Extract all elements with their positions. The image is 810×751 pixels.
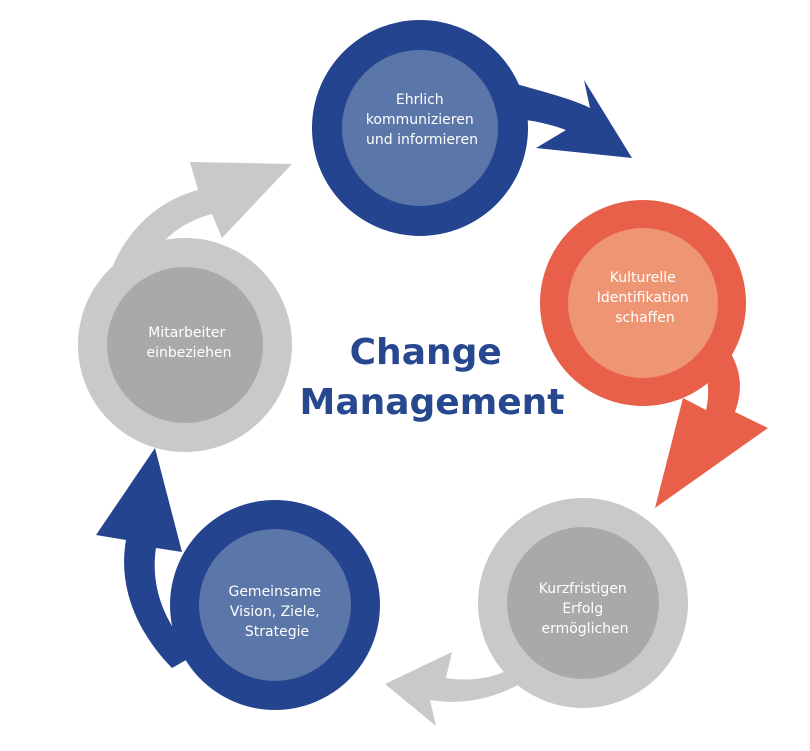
step-mitarbeiter-einbeziehen: Mitarbeiter einbeziehen <box>78 162 292 452</box>
svg-text:Kurzfristigen Erfolg: Kurzfristigen Erfolg ermöglichen <box>539 581 632 637</box>
step-1-label-line-3: und informieren <box>366 132 478 148</box>
step-2-label-line-2: Identifikation <box>597 290 689 306</box>
step-3-label-line-1: Kurzfristigen <box>539 581 627 597</box>
svg-text:Kulturelle Identifikatio: Kulturelle Identifikation schaffen <box>597 270 693 326</box>
step-4-inner <box>199 529 351 681</box>
step-1-label-line-1: Ehrlich <box>396 92 444 108</box>
step-2-inner <box>568 228 718 378</box>
step-4-label-line-1: Gemeinsame <box>228 584 321 600</box>
step-2-label-line-3: schaffen <box>615 310 675 326</box>
step-3-label-line-3: ermöglichen <box>541 621 628 637</box>
step-1-inner <box>342 50 498 206</box>
step-4-arrow <box>96 448 195 668</box>
step-4-label-line-3: Strategie <box>245 624 309 640</box>
center-title: Change Management <box>300 332 565 423</box>
step-kurzfristigen-erfolg: Kurzfristigen Erfolg ermöglichen <box>385 498 688 726</box>
step-5-label-line-1: Mitarbeiter <box>148 325 225 341</box>
step-ehrlich-kommunizieren: Ehrlich kommunizieren und informieren <box>312 20 632 236</box>
step-2-label-line-1: Kulturelle <box>610 270 676 286</box>
step-4-label-line-2: Vision, Ziele, <box>230 604 320 620</box>
step-1-label-line-2: kommunizieren <box>366 112 474 128</box>
step-5-inner <box>107 267 263 423</box>
svg-text:Ehrlich kommunizieren: Ehrlich kommunizieren und informieren <box>366 92 478 148</box>
step-3-label-line-2: Erfolg <box>562 601 603 617</box>
svg-text:Gemeinsame Vision, Ziele: Gemeinsame Vision, Ziele, Strategie <box>228 584 325 640</box>
step-1-arrow <box>495 78 632 158</box>
step-3-inner <box>507 527 659 679</box>
svg-text:Mitarbeiter einbeziehen: Mitarbeiter einbeziehen <box>146 325 231 361</box>
center-title-line-1: Change <box>350 332 502 373</box>
step-kulturelle-identifikation: Kulturelle Identifikation schaffen <box>540 200 768 508</box>
step-gemeinsame-vision: Gemeinsame Vision, Ziele, Strategie <box>96 448 380 710</box>
step-2-arrow <box>655 336 768 508</box>
step-5-label-line-2: einbeziehen <box>146 345 231 361</box>
step-3-arrow <box>385 652 520 726</box>
center-title-line-2: Management <box>300 382 565 423</box>
